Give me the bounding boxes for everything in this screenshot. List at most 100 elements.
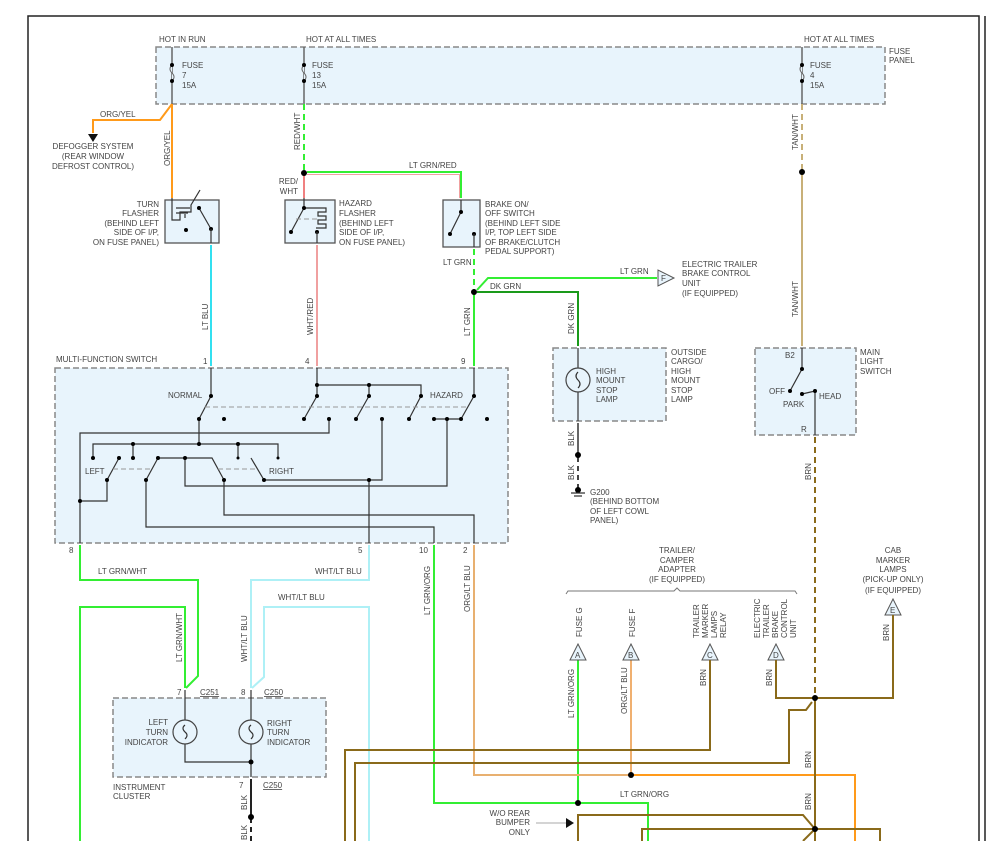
svg-text:4: 4 <box>305 357 310 366</box>
svg-text:9: 9 <box>461 357 466 366</box>
svg-text:CAMPER: CAMPER <box>660 556 694 565</box>
svg-text:HEAD: HEAD <box>819 392 841 401</box>
svg-text:MULTI-FUNCTION SWITCH: MULTI-FUNCTION SWITCH <box>56 355 157 364</box>
hazard-flasher: HAZARD FLASHER (BEHIND LEFT SIDE OF I/P,… <box>284 198 405 247</box>
svg-text:10: 10 <box>419 546 428 555</box>
svg-text:2: 2 <box>463 546 468 555</box>
svg-text:BLK: BLK <box>567 430 576 446</box>
svg-text:C250: C250 <box>263 781 283 790</box>
svg-text:BRN: BRN <box>804 463 813 480</box>
svg-text:13: 13 <box>312 71 321 80</box>
svg-text:UNIT: UNIT <box>789 619 798 638</box>
svg-text:MARKER: MARKER <box>876 556 910 565</box>
svg-text:CONTROL: CONTROL <box>780 598 789 638</box>
svg-text:LIGHT: LIGHT <box>860 357 884 366</box>
svg-text:WHT: WHT <box>280 187 298 196</box>
svg-text:ORG/LT BLU: ORG/LT BLU <box>463 565 472 612</box>
svg-text:MARKER: MARKER <box>701 604 710 638</box>
svg-text:MAIN: MAIN <box>860 348 880 357</box>
svg-text:LT GRN/ORG: LT GRN/ORG <box>423 566 432 615</box>
svg-text:DK GRN: DK GRN <box>567 303 576 334</box>
svg-text:(IF EQUIPPED): (IF EQUIPPED) <box>682 289 738 298</box>
svg-text:7: 7 <box>239 781 244 790</box>
svg-text:WHT/LT BLU: WHT/LT BLU <box>240 615 249 662</box>
feed-label: HOT AT ALL TIMES <box>306 35 376 44</box>
svg-text:FLASHER: FLASHER <box>122 209 159 218</box>
svg-text:PARK: PARK <box>783 400 805 409</box>
svg-text:WHT/LT BLU: WHT/LT BLU <box>278 593 325 602</box>
svg-text:(IF EQUIPPED): (IF EQUIPPED) <box>865 586 921 595</box>
svg-text:A: A <box>575 651 581 660</box>
svg-text:BRN: BRN <box>804 751 813 768</box>
svg-text:FLASHER: FLASHER <box>339 209 376 218</box>
lt-blu-wire: LT BLU <box>201 245 212 366</box>
svg-text:LT GRN/ORG: LT GRN/ORG <box>620 790 669 799</box>
fuse-4: FUSE 4 15A <box>799 47 831 104</box>
svg-text:LAMPS: LAMPS <box>879 565 906 574</box>
svg-text:ORG/LT BLU: ORG/LT BLU <box>620 667 629 714</box>
svg-text:BLK: BLK <box>567 464 576 480</box>
svg-text:INDICATOR: INDICATOR <box>267 738 310 747</box>
dk-grn-wire: DK GRN DK GRN <box>477 282 579 346</box>
svg-text:LAMPS: LAMPS <box>710 611 719 638</box>
svg-text:ON FUSE PANEL): ON FUSE PANEL) <box>339 238 405 247</box>
svg-text:OUTSIDE: OUTSIDE <box>671 348 707 357</box>
fuse-panel-label: PANEL <box>889 56 915 65</box>
brake-on-off-switch: BRAKE ON/ OFF SWITCH (BEHIND LEFT SIDE I… <box>442 199 560 256</box>
arrow-right-icon <box>566 818 574 828</box>
multi-function-switch: MULTI-FUNCTION SWITCH 1 4 9 8 5 10 2 NOR… <box>54 355 509 555</box>
arrow-down-icon <box>88 134 98 142</box>
svg-text:SIDE OF I/P,: SIDE OF I/P, <box>339 228 384 237</box>
svg-text:RED/: RED/ <box>279 177 299 186</box>
svg-text:8: 8 <box>241 688 246 697</box>
svg-text:G200: G200 <box>590 488 610 497</box>
high-mount-stop-lamp: HIGH MOUNT STOP LAMP OUTSIDE CARGO/ HIGH… <box>552 347 707 422</box>
svg-text:TURN: TURN <box>146 728 168 737</box>
connector-d: D ELECTRIC TRAILER BRAKE CONTROL UNIT <box>753 598 798 661</box>
svg-text:LEFT: LEFT <box>85 467 105 476</box>
svg-text:RIGHT: RIGHT <box>269 467 294 476</box>
svg-text:INSTRUMENT: INSTRUMENT <box>113 783 166 792</box>
svg-text:LEFT: LEFT <box>148 718 168 727</box>
svg-text:I/P, TOP LEFT SIDE: I/P, TOP LEFT SIDE <box>485 228 557 237</box>
lt-grn-org-wire: LT GRN/ORG LT GRN/ORG LT GRN/ORG <box>423 545 669 841</box>
svg-text:(PICK-UP ONLY): (PICK-UP ONLY) <box>862 575 923 584</box>
org-lt-blu-wire: ORG/LT BLU ORG/LT BLU <box>463 545 856 841</box>
svg-text:LAMP: LAMP <box>671 395 693 404</box>
org-yel-wire: ORG/YEL ORG/YEL <box>88 103 173 198</box>
svg-text:TAN/WHT: TAN/WHT <box>791 281 800 317</box>
trailer-camper-adapter: TRAILER/ CAMPER ADAPTER (IF EQUIPPED) A … <box>565 546 798 661</box>
svg-text:DEFOGGER SYSTEM: DEFOGGER SYSTEM <box>53 142 134 151</box>
svg-text:BRN: BRN <box>699 669 708 686</box>
svg-text:BRAKE CONTROL: BRAKE CONTROL <box>682 269 751 278</box>
svg-text:(REAR WINDOW: (REAR WINDOW <box>62 152 125 161</box>
svg-text:HIGH: HIGH <box>596 367 616 376</box>
svg-text:ELECTRIC TRAILER: ELECTRIC TRAILER <box>682 260 758 269</box>
lt-grn-wire: LT GRN LT GRN LT GRN <box>443 249 657 366</box>
svg-text:(BEHIND LEFT: (BEHIND LEFT <box>104 219 159 228</box>
lt-grn-wht-wire: LT GRN/WHT LT GRN/WHT <box>79 545 199 841</box>
red-wht-wire: RED/WHT RED/ WHT <box>279 104 307 198</box>
main-light-switch: B2 OFF PARK HEAD R MAIN LIGHT SWITCH <box>754 347 892 436</box>
svg-text:C: C <box>707 651 713 660</box>
svg-text:(BEHIND LEFT: (BEHIND LEFT <box>339 219 394 228</box>
svg-text:PANEL): PANEL) <box>590 516 619 525</box>
svg-text:TURN: TURN <box>267 728 289 737</box>
svg-text:15A: 15A <box>810 81 825 90</box>
svg-text:8: 8 <box>69 546 74 555</box>
connector-a: A FUSE G <box>569 607 587 661</box>
note-backdrop <box>478 809 533 839</box>
svg-text:LT BLU: LT BLU <box>201 303 210 330</box>
connector-c: C TRAILER MARKER LAMPS RELAY <box>692 604 728 661</box>
svg-text:ORG/YEL: ORG/YEL <box>100 110 136 119</box>
svg-text:(IF EQUIPPED): (IF EQUIPPED) <box>649 575 705 584</box>
fuse-7: FUSE 7 15A <box>169 47 203 104</box>
svg-text:TAN/WHT: TAN/WHT <box>791 114 800 150</box>
svg-text:LAMP: LAMP <box>596 395 618 404</box>
wht-red-wire: WHT/RED <box>306 245 318 366</box>
svg-text:RIGHT: RIGHT <box>267 719 292 728</box>
svg-text:C250: C250 <box>264 688 284 697</box>
svg-text:SWITCH: SWITCH <box>860 367 892 376</box>
svg-text:ON FUSE PANEL): ON FUSE PANEL) <box>93 238 159 247</box>
